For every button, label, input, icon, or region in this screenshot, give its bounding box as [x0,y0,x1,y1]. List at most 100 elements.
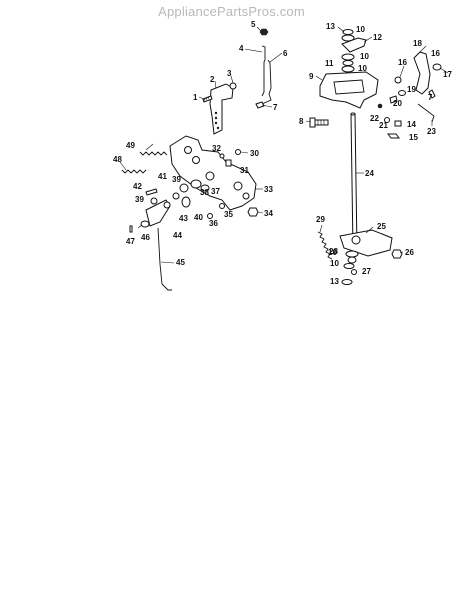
callout-14: 14 [407,120,416,129]
callout-36: 36 [209,219,218,228]
callout-40: 40 [194,213,203,222]
callout-31: 31 [240,166,249,175]
lever-18 [413,51,431,95]
callout-38: 38 [200,188,209,197]
bracket-hole [214,116,218,120]
plate-hole [233,181,243,191]
screw-3 [229,82,237,90]
callout-41: 41 [158,172,167,181]
washer-10 [341,34,355,42]
callout-16-a: 16 [398,58,407,67]
bracket-25-hole [351,235,361,245]
plate-hole [205,171,215,181]
plate-hole [192,156,200,164]
callout-10-d: 10 [328,248,337,257]
callout-2: 2 [210,75,215,84]
callout-42: 42 [133,182,142,191]
callout-44: 44 [173,231,182,240]
link-rod-assembly [202,28,272,135]
callout-7-left: 7 [273,103,278,112]
plate-9 [319,71,379,109]
pin-42 [145,188,158,196]
washer-41 [172,192,180,200]
callout-32: 32 [212,144,221,153]
washer-37 [200,184,210,192]
callout-22: 22 [370,114,379,123]
link-rod-6 [261,59,272,105]
nut-34 [247,207,259,217]
pin-22 [377,103,383,109]
bracket-hole [216,126,220,130]
callout-10-c: 10 [358,64,367,73]
callout-10-b: 10 [360,52,369,61]
callout-7-right: 7 [428,93,433,102]
callout-5: 5 [251,20,256,29]
rod-23 [417,103,435,123]
washer-21 [384,117,390,123]
governor-assembly [121,135,259,291]
nut-36 [207,213,213,219]
bushing-28 [347,256,357,264]
bolt-thread [203,95,210,102]
washer-32 [219,153,225,159]
nut-26 [391,249,403,259]
clip-7-right [428,89,436,99]
callout-28: 28 [329,247,338,256]
bushing-20 [389,95,398,104]
washer-16 [394,76,402,84]
washer-10b [341,53,355,61]
callout-24: 24 [365,169,374,178]
callout-25: 25 [377,222,386,231]
spring-49 [139,151,168,156]
callout-21: 21 [379,121,388,130]
bracket-hole [214,111,218,115]
nut-30 [235,149,241,155]
washer-13b [341,279,353,285]
callout-10-a: 10 [356,25,365,34]
spring-48 [121,169,147,174]
bracket-hole [214,121,218,125]
watermark: AppliancePartsPros.com [158,4,305,19]
callout-6: 6 [283,49,288,58]
callout-labels: 1 2 3 4 5 6 7 8 9 10 10 10 10 10 11 12 1… [113,20,452,286]
callout-46: 46 [141,233,150,242]
washer-38 [190,179,202,189]
callout-9: 9 [309,72,314,81]
screw-35 [219,203,225,209]
plate-slot [333,79,365,95]
callout-29: 29 [316,215,325,224]
callout-45: 45 [176,258,185,267]
lower-bracket-assembly [317,229,403,285]
washer-39b [150,197,158,205]
callout-37: 37 [211,187,220,196]
plate-hole [242,192,250,200]
callout-13-b: 13 [330,277,339,286]
callout-17: 17 [443,70,452,79]
callout-49: 49 [126,141,135,150]
callout-47: 47 [126,237,135,246]
callout-34: 34 [264,209,273,218]
washer-39 [179,183,189,193]
callout-26: 26 [405,248,414,257]
callout-33: 33 [264,185,273,194]
link-rod-4 [261,45,266,97]
bracket-25 [339,229,393,257]
washer-10d [345,250,359,258]
nut-27 [351,269,357,275]
washer-46 [140,220,150,228]
washer-10e [343,263,355,269]
bolt-1 [202,95,213,103]
callout-43: 43 [179,214,188,223]
callout-8: 8 [299,117,304,126]
callout-10-e: 10 [330,259,339,268]
leader-lines [119,26,449,264]
spring-29 [317,231,333,260]
clip-7-left [255,101,265,109]
shaft-24 [350,112,358,251]
lever-12 [341,37,367,53]
callout-4: 4 [239,44,244,53]
callout-15: 15 [409,133,418,142]
callout-16-b: 16 [431,49,440,58]
screw-31 [225,159,232,167]
